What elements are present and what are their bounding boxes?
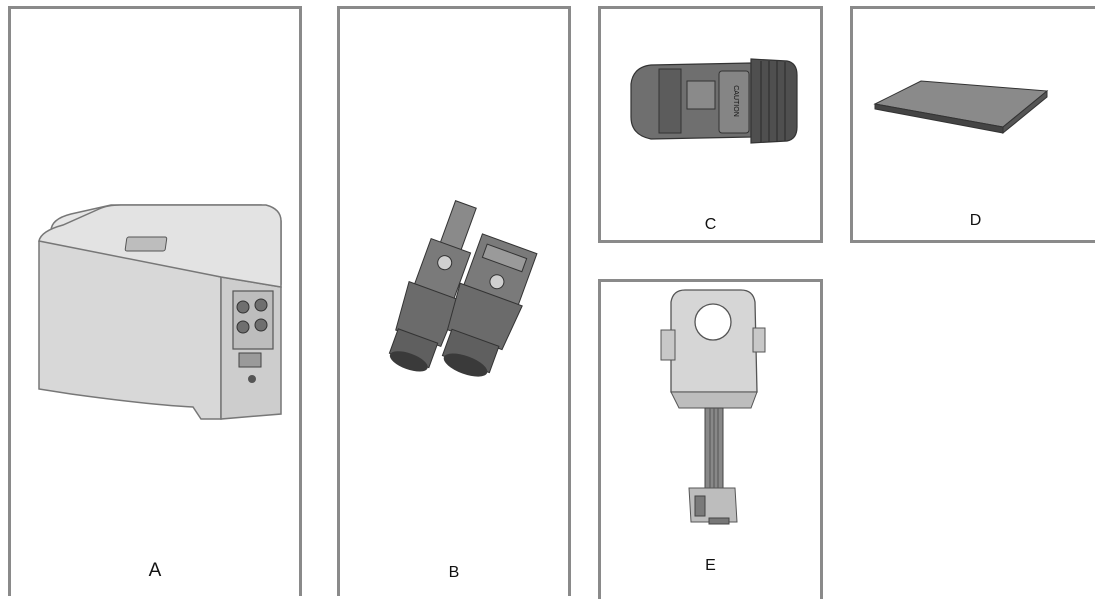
panel-e-label: E: [705, 557, 716, 574]
panel-e: E: [598, 279, 823, 599]
caution-text: CAUTION: [732, 85, 739, 117]
panel-a: A: [8, 6, 302, 596]
main-unit-illustration: [38, 204, 282, 420]
panel-d: D: [850, 6, 1095, 243]
manual-illustration: [873, 80, 1049, 135]
panel-c: CAUTION C: [598, 6, 823, 243]
panel-c-label: C: [704, 216, 717, 233]
panel-d-label: D: [969, 212, 982, 229]
panel-b-label: B: [448, 564, 460, 581]
panel-a-label: A: [148, 560, 162, 581]
panel-b: B: [337, 6, 571, 596]
pv-connectors-illustration: [388, 200, 538, 377]
ct-clamp-illustration: [660, 289, 766, 525]
ac-connector-illustration: CAUTION: [630, 58, 798, 144]
